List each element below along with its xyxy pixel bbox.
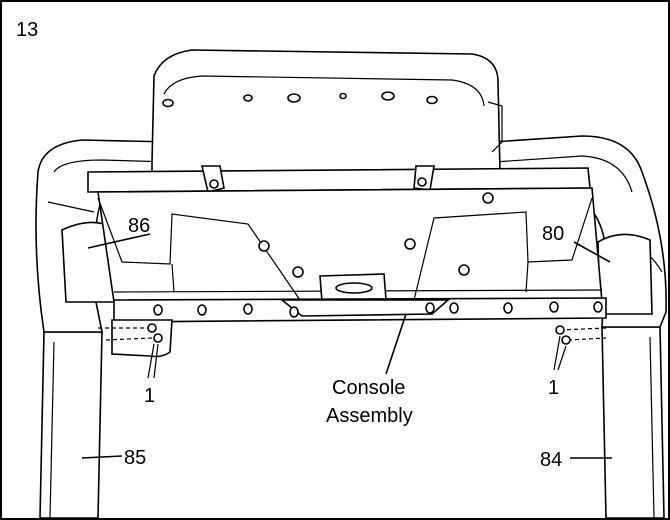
leader-85 (81, 455, 123, 459)
label-part-84: 84 (540, 449, 562, 471)
label-console-line1: Console (332, 377, 405, 399)
console-top-housing (151, 49, 503, 173)
label-console-line2: Assembly (326, 405, 413, 427)
leader-console (385, 313, 407, 375)
label-part-1-right: 1 (548, 377, 559, 399)
leader-80 (573, 241, 611, 263)
console-crossbar (87, 165, 591, 193)
label-part-80: 80 (542, 223, 564, 245)
right-screws (553, 325, 607, 371)
right-upright-cap (597, 233, 653, 315)
label-part-85: 85 (124, 447, 146, 469)
label-part-86: 86 (128, 215, 150, 237)
console-mounting-rail (113, 297, 607, 323)
right-upright-84 (601, 326, 665, 518)
console-lower-body (97, 187, 603, 303)
leader-86 (87, 233, 151, 249)
step-number: 13 (16, 19, 38, 41)
label-part-1-left: 1 (144, 385, 155, 407)
left-screws (98, 319, 173, 379)
left-upright-85 (39, 331, 103, 518)
